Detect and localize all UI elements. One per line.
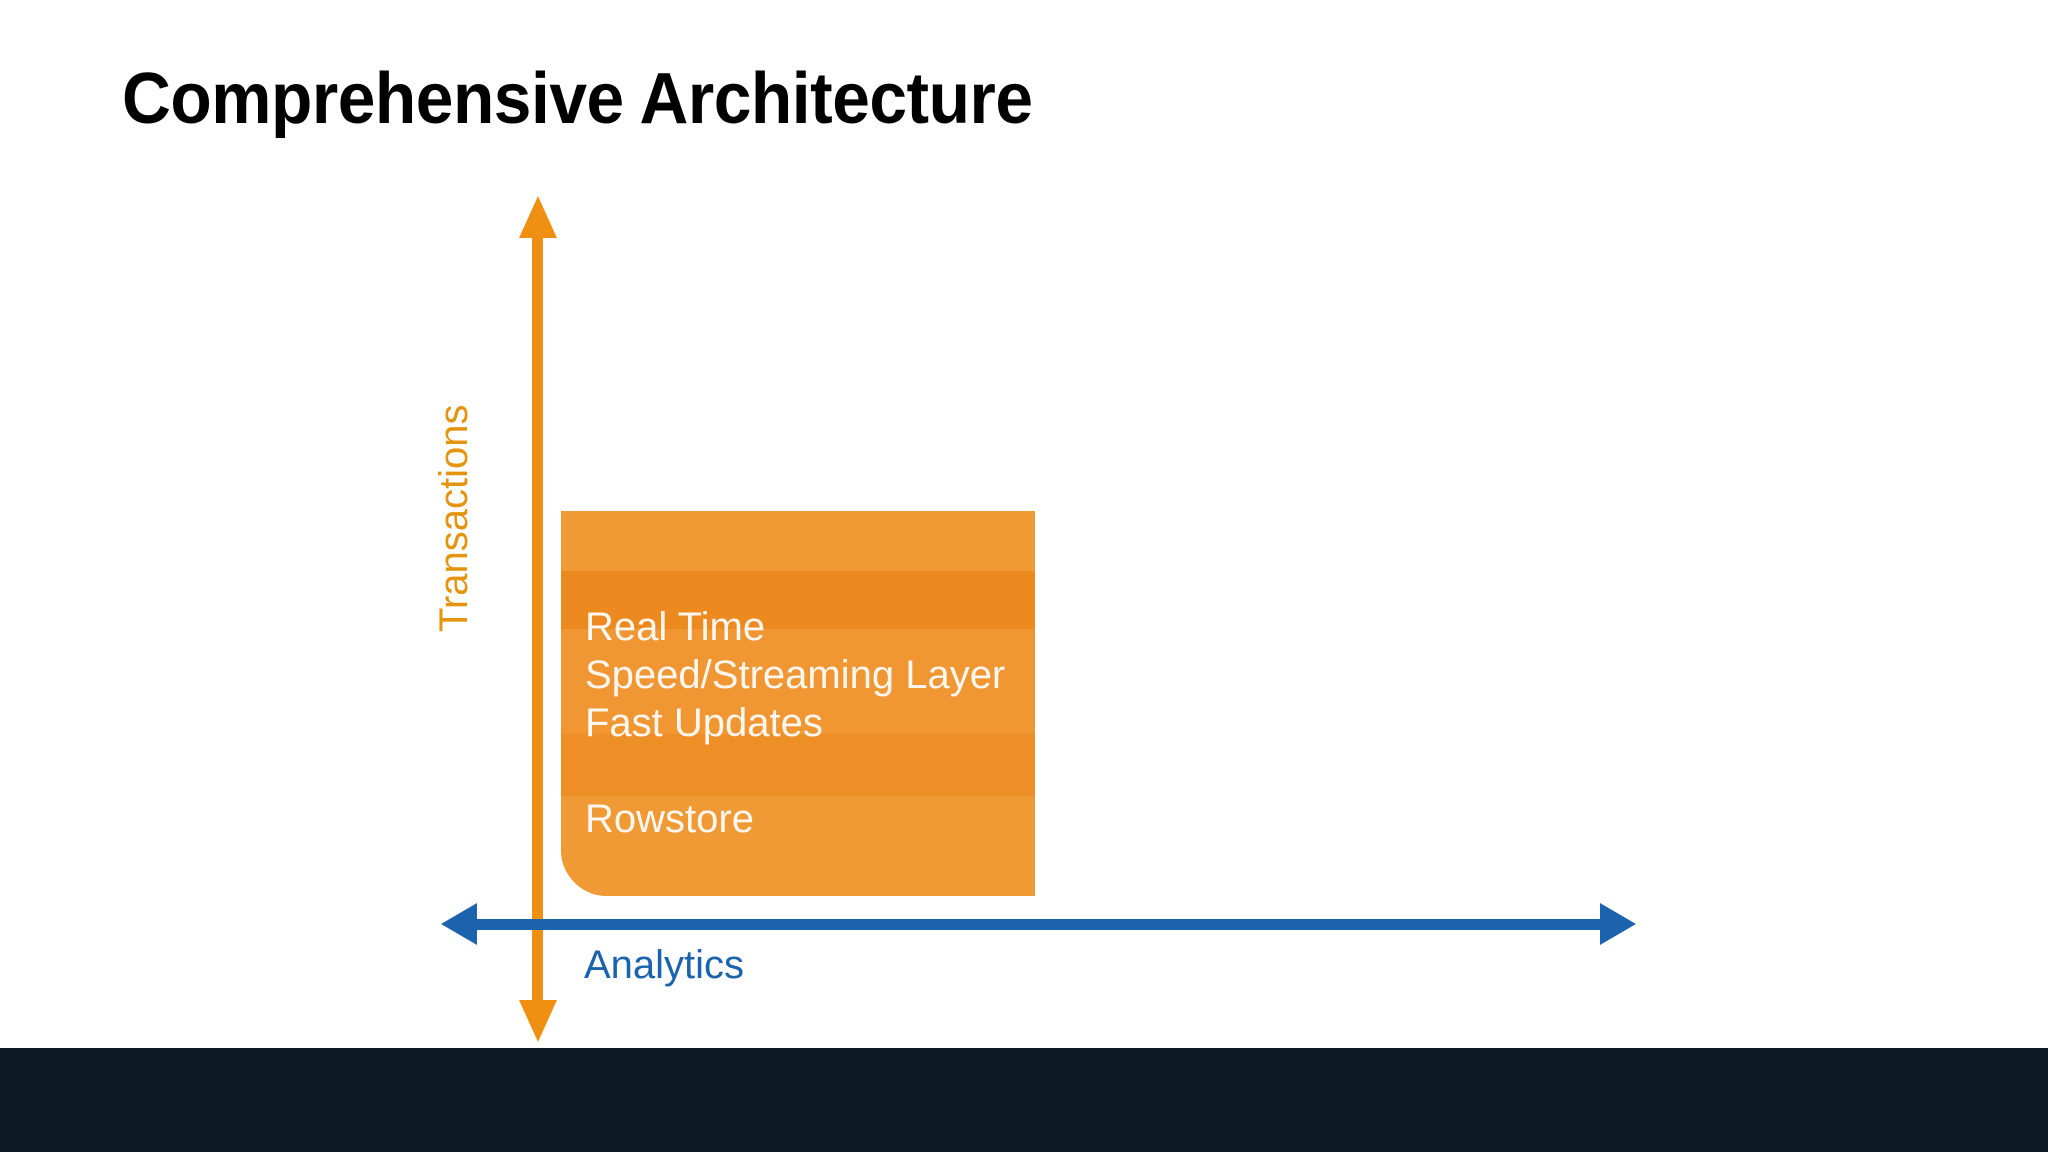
analytics-axis-line <box>470 919 1605 930</box>
page-title: Comprehensive Architecture <box>122 59 1033 139</box>
analytics-axis-label: Analytics <box>584 943 745 987</box>
rowstore-block: Real Time Speed/Streaming Layer Fast Upd… <box>561 511 1035 896</box>
rowstore-band <box>561 571 1035 629</box>
transactions-axis-line <box>532 222 543 1022</box>
rowstore-band <box>561 734 1035 796</box>
analytics-axis-arrow-right-icon <box>1600 903 1636 945</box>
rowstore-band <box>561 796 1035 896</box>
slide-footer: 8 memsql <box>0 1048 2048 1152</box>
rowstore-block-text: Real Time Speed/Streaming Layer Fast Upd… <box>585 605 1006 841</box>
architecture-diagram: Transactions Analytics Real Time Speed/S… <box>432 196 1636 1042</box>
transactions-axis-label: Transactions <box>432 404 476 633</box>
rowstore-band <box>561 629 1035 734</box>
transactions-axis-arrow-up-icon <box>519 196 557 238</box>
rowstore-band <box>561 511 1035 571</box>
analytics-axis-arrow-left-icon <box>441 903 477 945</box>
transactions-axis-arrow-down-icon <box>519 1000 557 1042</box>
